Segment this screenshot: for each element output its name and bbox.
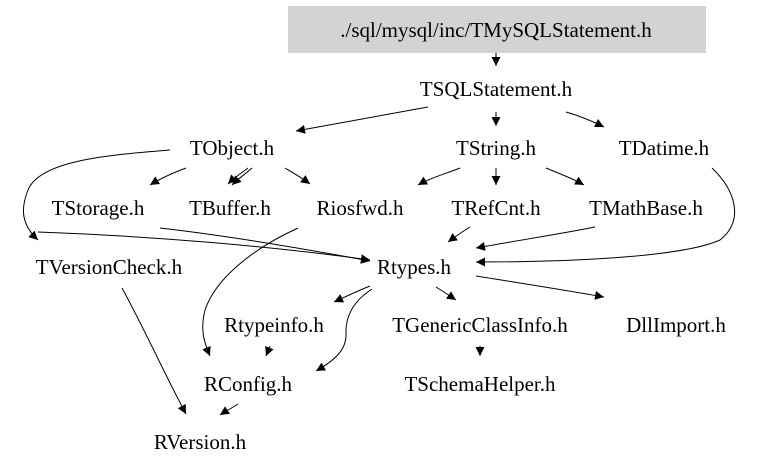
edge-tstring-to-tmathbase [545, 167, 585, 186]
edge-rtypeinfo-to-rconfig [265, 345, 274, 357]
node-rconfig[interactable]: RConfig.h [204, 372, 293, 396]
edge-tobject-to-tstorage [149, 167, 187, 186]
node-tmathbase[interactable]: TMathBase.h [589, 196, 703, 220]
edge-rconfig-to-rversion [219, 403, 239, 416]
edge-rtypes-to-tgenericclassinfo [435, 286, 457, 301]
edge-tobject-to-tbuffer-2 [231, 167, 253, 186]
edge-tobject-to-tversioncheck [22, 149, 171, 241]
root-node-box [288, 6, 706, 53]
edge-tsqlstatement-to-tdatime [565, 111, 605, 128]
node-tdatime[interactable]: TDatime.h [619, 136, 710, 160]
edge-tsqlstatement-to-tobject [295, 106, 429, 134]
node-rtypes[interactable]: Rtypes.h [377, 255, 452, 279]
edge-tmathbase-to-rtypes [475, 226, 596, 251]
edge-riosfwd-to-rconfig [202, 227, 299, 357]
node-trefcnt[interactable]: TRefCnt.h [451, 196, 541, 220]
node-tgenericclassinfo[interactable]: TGenericClassInfo.h [392, 313, 568, 337]
edge-tstring-to-riosfwd [417, 167, 461, 186]
edge-tobject-to-riosfwd [284, 167, 311, 185]
edge-rtypes-to-rtypeinfo [333, 285, 371, 303]
node-tobject[interactable]: TObject.h [190, 136, 275, 160]
node-dllimport[interactable]: DllImport.h [626, 313, 726, 337]
node-tbuffer[interactable]: TBuffer.h [189, 196, 271, 220]
node-tsqlstatement[interactable]: TSQLStatement.h [420, 77, 573, 101]
node-tstring[interactable]: TString.h [456, 136, 536, 160]
edge-tversioncheck-to-rversion [121, 287, 187, 415]
nodes: ./sql/mysql/inc/TMySQLStatement.h TSQLSt… [36, 18, 727, 454]
node-tschemahelper[interactable]: TSchemaHelper.h [404, 372, 556, 396]
node-riosfwd[interactable]: Riosfwd.h [317, 196, 404, 220]
node-root[interactable]: ./sql/mysql/inc/TMySQLStatement.h [340, 18, 652, 42]
edge-trefcnt-to-rtypes [447, 226, 471, 243]
edge-tobject-to-tbuffer [227, 167, 249, 185]
edge-tversioncheck-to-rtypes [37, 231, 371, 264]
edges [22, 53, 736, 416]
edge-rtypes-to-rconfig [315, 288, 373, 372]
node-rversion[interactable]: RVersion.h [154, 430, 247, 454]
node-rtypeinfo[interactable]: Rtypeinfo.h [224, 313, 324, 337]
node-tstorage[interactable]: TStorage.h [52, 196, 145, 220]
edge-rtypes-to-dllimport [475, 275, 605, 300]
node-tversioncheck[interactable]: TVersionCheck.h [36, 255, 183, 279]
edge-tdatime-to-rtypes [475, 167, 736, 267]
